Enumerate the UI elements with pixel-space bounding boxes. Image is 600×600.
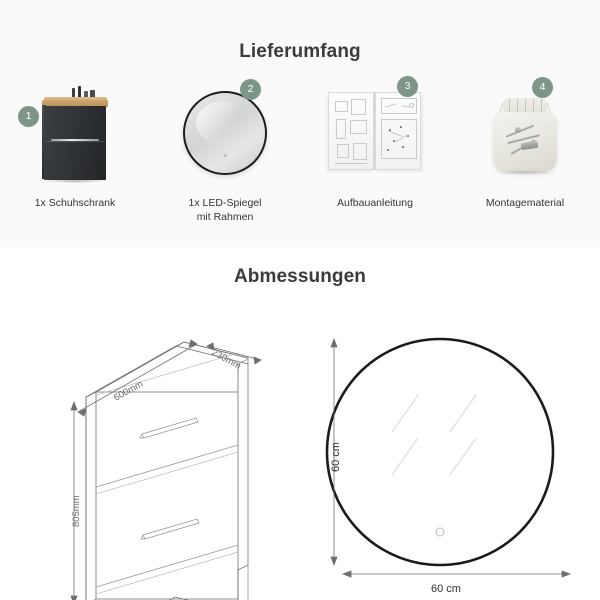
scope-item-assembly-manual: 3 Aufbauanleitung (300, 72, 450, 232)
sketch-rule (335, 163, 367, 164)
badge-4: 4 (532, 77, 553, 98)
mirror-touch-sensor (223, 153, 227, 157)
decor-object-4 (90, 90, 95, 98)
bag-pleat (517, 99, 518, 116)
sketch-dot (393, 140, 395, 142)
bag-shadow (495, 170, 555, 175)
mirror-frame (183, 91, 267, 175)
sketch-shape (337, 144, 349, 158)
mirror-reflection (196, 101, 253, 145)
sketch-washer (409, 103, 414, 108)
sketch-shape (351, 99, 366, 115)
dimensions-section: Abmessungen (0, 247, 600, 600)
sketch-dot (402, 146, 404, 148)
bag-pleat (541, 99, 542, 116)
sketch-dot (407, 135, 409, 137)
scope-item-caption-assembly-manual: Aufbauanleitung (337, 197, 413, 209)
sketch-dot (400, 126, 402, 128)
badge-1: 1 (18, 106, 39, 127)
mirror-technical-drawing (325, 337, 555, 567)
bag-pleat (525, 99, 526, 116)
sketch-shape (336, 119, 346, 139)
mirror-height-label: 60 cm (330, 442, 342, 472)
bag-pleat (533, 99, 534, 116)
led-mirror-image: 2 (160, 72, 290, 187)
cabinet-body (44, 106, 106, 180)
scope-items-list: 1 1x Schuhschrank 2 1x LED-Spiegel mit R… (0, 72, 600, 232)
scope-item-hardware-bag: 4 Montagematerial (450, 72, 600, 232)
cabinet-height-label: 805mm (71, 495, 82, 527)
assembly-manual-image: 3 (310, 72, 440, 187)
scope-item-caption-hardware-bag: Montagematerial (485, 197, 565, 209)
mirror-width-label: 60 cm (431, 583, 461, 595)
mirror-highlight-streaks (391, 394, 477, 476)
cabinet-technical-drawing (85, 341, 249, 600)
sketch-dot (389, 129, 391, 131)
cabinet-shadow (43, 179, 107, 183)
dowel (515, 127, 521, 133)
badge-2: 2 (240, 79, 261, 100)
cabinet-handle-upper (51, 139, 99, 141)
led-mirror-photo (183, 91, 267, 175)
hardware-bag-image: 4 (460, 72, 590, 187)
cabinet-dimension-lines (70, 339, 262, 600)
bag-pleat (509, 99, 510, 116)
dimensions-drawings (70, 337, 572, 600)
cabinet-top-surface (44, 97, 107, 102)
mirror-dimension-lines (330, 337, 572, 578)
decor-object-3 (84, 91, 88, 98)
manual-spine (373, 92, 376, 170)
sketch-dot (387, 149, 389, 151)
scope-of-delivery-section: Lieferumfang (0, 0, 600, 247)
sketch-shape (335, 101, 348, 112)
scope-section-title: Lieferumfang (239, 41, 361, 62)
scope-item-led-mirror: 2 1x LED-Spiegel mit Rahmen (150, 72, 300, 232)
scope-item-caption-shoe-cabinet: 1x Schuhschrank (34, 197, 116, 209)
sketch-exploded-view (381, 119, 417, 159)
scope-item-caption-led-mirror: 1x LED-Spiegel mit Rahmen (188, 197, 262, 223)
sketch-parts-box (381, 98, 417, 114)
cabinet-flap-divider (45, 141, 105, 142)
shoe-cabinet-photo (41, 86, 109, 183)
decor-object-2 (78, 86, 81, 98)
assembly-manual-photo (328, 92, 422, 174)
mirror-touch-sensor-outline (435, 527, 445, 537)
sketch-shape (353, 143, 367, 160)
manual-left-page (328, 92, 374, 170)
sketch-shape (350, 120, 367, 134)
badge-3: 3 (397, 76, 418, 97)
decor-object-1 (72, 88, 75, 98)
mirror-outline (325, 337, 555, 567)
hardware-bag-photo (487, 90, 563, 178)
shoe-cabinet-image: 1 (10, 72, 140, 187)
scope-item-shoe-cabinet: 1 1x Schuhschrank (0, 72, 150, 232)
manual-right-page (375, 92, 421, 170)
dimensions-section-title: Abmessungen (233, 266, 366, 287)
